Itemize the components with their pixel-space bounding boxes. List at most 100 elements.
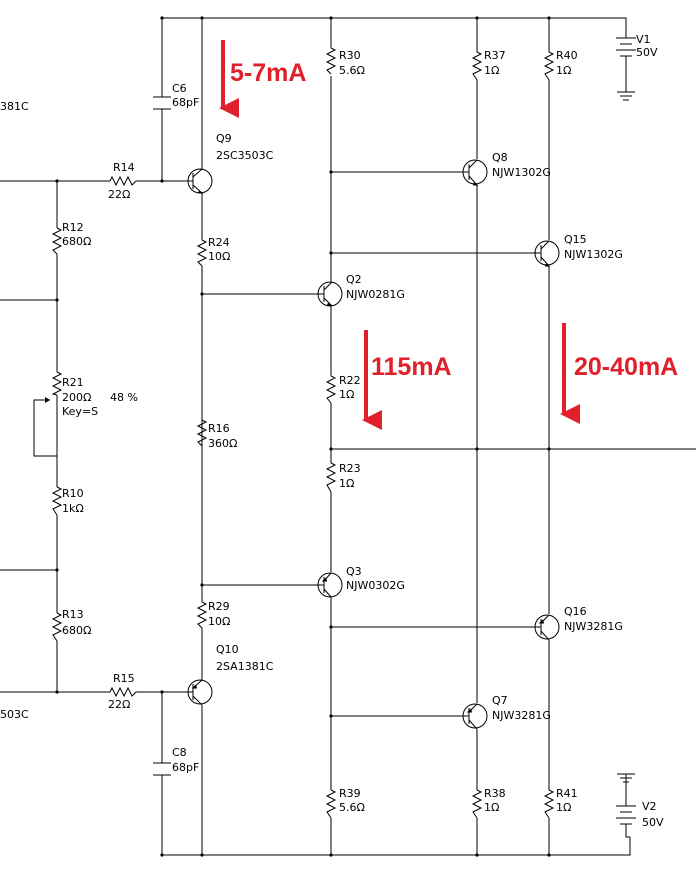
r10-value: 1kΩ [62,502,84,515]
r21-value: 200Ω [62,391,91,404]
r16-value: 360Ω [208,437,237,450]
q8-name: Q8 [492,151,508,164]
r23-name: R23 [339,462,361,475]
label-partial-bottom: 503C [0,708,29,721]
capacitors [153,96,171,776]
r39-symbol [325,789,337,819]
r38-symbol [471,789,483,819]
q10-name: Q10 [216,643,239,656]
c8-name: C8 [172,746,187,759]
r29-name: R29 [208,600,230,613]
r13-symbol [51,612,63,642]
q7-transistor [462,703,488,730]
q10-part: 2SA1381C [216,660,274,673]
c6-value: 68pF [172,96,199,109]
component-labels: 381C 503C V1 50V V2 50V C6 68pF C8 68pF … [0,33,664,829]
q7-part: NJW3281G [492,709,551,722]
r37-symbol [471,51,483,81]
r10-name: R10 [62,487,84,500]
r14-name: R14 [113,161,135,174]
q2-name: Q2 [346,273,362,286]
q3-part: NJW0302G [346,579,405,592]
resistors [51,47,555,819]
r21-setting: 48 % [110,391,138,404]
r21-key: Key=S [62,405,98,418]
q15-transistor [533,240,560,267]
label-partial-top: 381C [0,100,29,113]
r12-value: 680Ω [62,235,91,248]
r29-symbol [196,601,208,629]
r30-value: 5.6Ω [339,64,365,77]
r38-value: 1Ω [484,801,499,814]
q2-transistor [317,281,343,307]
r21-wiper-arrow [45,397,50,403]
junction-dots [55,16,551,857]
q9-transistor [186,168,213,194]
q15-part: NJW1302G [564,248,623,261]
r15-symbol [109,686,137,698]
r16-name: R16 [208,422,230,435]
q3-name: Q3 [346,565,362,578]
r40-value: 1Ω [556,64,571,77]
bias-current-label: 20-40mA [574,353,678,381]
r37-name: R37 [484,49,506,62]
q2-part: NJW0281G [346,288,405,301]
r23-value: 1Ω [339,477,354,490]
r12-name: R12 [62,221,84,234]
q16-name: Q16 [564,605,587,618]
output-current-label: 115mA [371,353,452,381]
r39-value: 5.6Ω [339,801,365,814]
v1-value: 50V [636,46,658,59]
q7-name: Q7 [492,694,508,707]
driver-current-label: 5-7mA [230,59,306,87]
r15-value: 22Ω [108,698,130,711]
r40-name: R40 [556,49,578,62]
q15-name: Q15 [564,233,587,246]
q9-name: Q9 [216,132,232,145]
r21-name: R21 [62,376,84,389]
r30-symbol [325,47,337,75]
q10-transistor [186,679,213,706]
r39-name: R39 [339,787,361,800]
r21-symbol [51,371,63,396]
c8-symbol [153,762,171,776]
q8-part: NJW1302G [492,166,551,179]
r22-name: R22 [339,374,361,387]
q9-part: 2SC3503C [216,149,274,162]
c8-value: 68pF [172,761,199,774]
r10-symbol [51,486,63,516]
r40-symbol [543,51,555,81]
c6-symbol [153,96,171,110]
q8-transistor [462,159,488,186]
r22-symbol [325,375,337,404]
r15-name: R15 [113,672,135,685]
wires [0,17,696,856]
r24-name: R24 [208,236,230,249]
r13-value: 680Ω [62,624,91,637]
q3-transistor [317,572,343,598]
r37-value: 1Ω [484,64,499,77]
v2-value: 50V [642,816,664,829]
r16-symbol [196,266,208,602]
q16-transistor [533,614,560,641]
r29-value: 10Ω [208,615,230,628]
r23-symbol [325,462,337,493]
r41-value: 1Ω [556,801,571,814]
c6-name: C6 [172,82,187,95]
r22-value: 1Ω [339,388,354,401]
r12-symbol [51,227,63,255]
v2-name: V2 [642,800,657,813]
r30-name: R30 [339,49,361,62]
q16-part: NJW3281G [564,620,623,633]
r14-symbol [109,175,137,187]
r38-name: R38 [484,787,506,800]
r14-value: 22Ω [108,188,130,201]
r24-symbol [196,239,208,267]
current-arrows [219,40,580,430]
v2-source [616,773,636,838]
v1-name: V1 [636,33,651,46]
v1-source [616,37,636,101]
r24-value: 10Ω [208,250,230,263]
r13-name: R13 [62,608,84,621]
